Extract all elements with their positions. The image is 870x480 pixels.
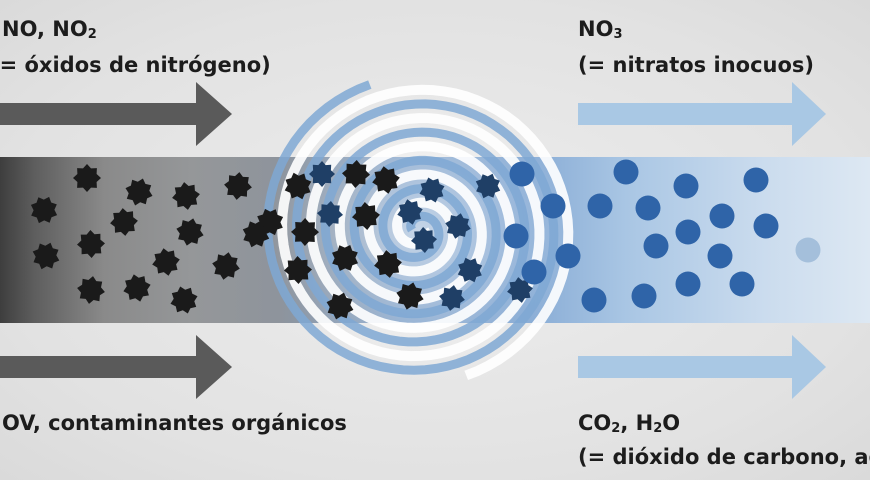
pollutant-particle-icon [30,196,58,224]
pollutant-particle-icon [176,218,204,246]
product-particle-icon [675,219,701,245]
pollutant-particle-icon [152,248,180,276]
product-particle-icon [509,161,535,187]
pollutant-particle-icon [397,199,423,225]
nox-formula-label: NO, NO2 [2,14,97,48]
pollutant-particle-icon [125,178,153,206]
product-particle-icon [635,195,661,221]
nitrate-flow-arrow-icon [578,82,826,146]
nitrate-formula-label: NO3 [578,14,622,48]
product-particle-icon [673,173,699,199]
product-particle-icon [540,193,566,219]
pollutant-particle-icon [284,256,312,284]
product-particle-icon [753,213,779,239]
product-particle-icon [587,193,613,219]
products-formula-sub-2a: 2 [611,421,621,436]
product-particle-icon [709,203,735,229]
pollutant-particle-icon [32,242,60,270]
nitrate-formula-subscript: 3 [613,27,623,42]
pollutant-particle-icon [77,230,105,258]
pollutant-particle-icon [411,227,437,253]
product-particle-icon [643,233,669,259]
pollutant-particle-icon [439,285,465,311]
nox-formula-text: NO, NO [2,17,88,41]
voc-flow-arrow-icon [0,335,232,399]
pollutant-particle-icon [374,250,402,278]
spiral-blue-stroke [263,80,559,375]
nitrate-formula-text: NO [578,17,614,41]
pollutant-particle-icon [242,220,270,248]
voc-description-label: OV, contaminantes orgánicos [2,411,347,435]
pollutant-particle-icon [475,173,501,199]
products-formula-sub-2b: 2 [653,421,663,436]
product-particle-icon [581,287,607,313]
pollutant-particle-icon [445,213,471,239]
pollutant-particle-icon [291,218,319,246]
pollutant-particle-icon [507,277,533,303]
pollutant-particle-icon [123,274,151,302]
pollutant-particle-icon [110,208,138,236]
pollutant-particle-icon [170,286,198,314]
nox-formula-subscript: 2 [87,27,97,42]
pollutant-particle-icon [212,252,240,280]
pollutant-particle-icon [224,172,252,200]
product-particle-icon [613,159,639,185]
pollutant-particle-icon [352,202,380,230]
pollutant-particle-icon [284,172,312,200]
pollutant-particle-icon [309,161,335,187]
pollutant-particle-icon [372,166,400,194]
products-flow-arrow-icon [578,335,826,399]
products-formula-text-co: CO [578,411,612,435]
pollutant-particle-icon [342,160,370,188]
products-formula-text-o: O [662,411,681,435]
nox-description-label: (= óxidos de nitrógeno) [0,53,271,77]
product-particle-icon [743,167,769,193]
pollutant-particle-icon [457,257,483,283]
pollutant-particle-icon [172,182,200,210]
particles [30,159,821,320]
product-particle-icon [795,237,821,263]
product-particle-icon [631,283,657,309]
product-particle-icon [503,223,529,249]
pollutant-particle-icon [326,292,354,320]
product-particle-icon [555,243,581,269]
products-description-label: (= dióxido de carbono, ag [578,445,870,469]
pollutant-particle-icon [317,201,343,227]
product-particle-icon [729,271,755,297]
product-particle-icon [521,259,547,285]
products-formula-label: CO2, H2O [578,408,680,442]
pollutant-particle-icon [396,282,424,310]
nox-flow-arrow-icon [0,82,232,146]
pollutant-particle-icon [332,245,358,271]
product-particle-icon [675,271,701,297]
pollutant-particle-icon [419,177,445,203]
pollutant-particle-icon [73,164,101,192]
product-particle-icon [707,243,733,269]
pollutant-particle-icon [77,276,105,304]
products-formula-text-h: , H [620,411,654,435]
nitrate-description-label: (= nitratos inocuos) [578,53,814,77]
